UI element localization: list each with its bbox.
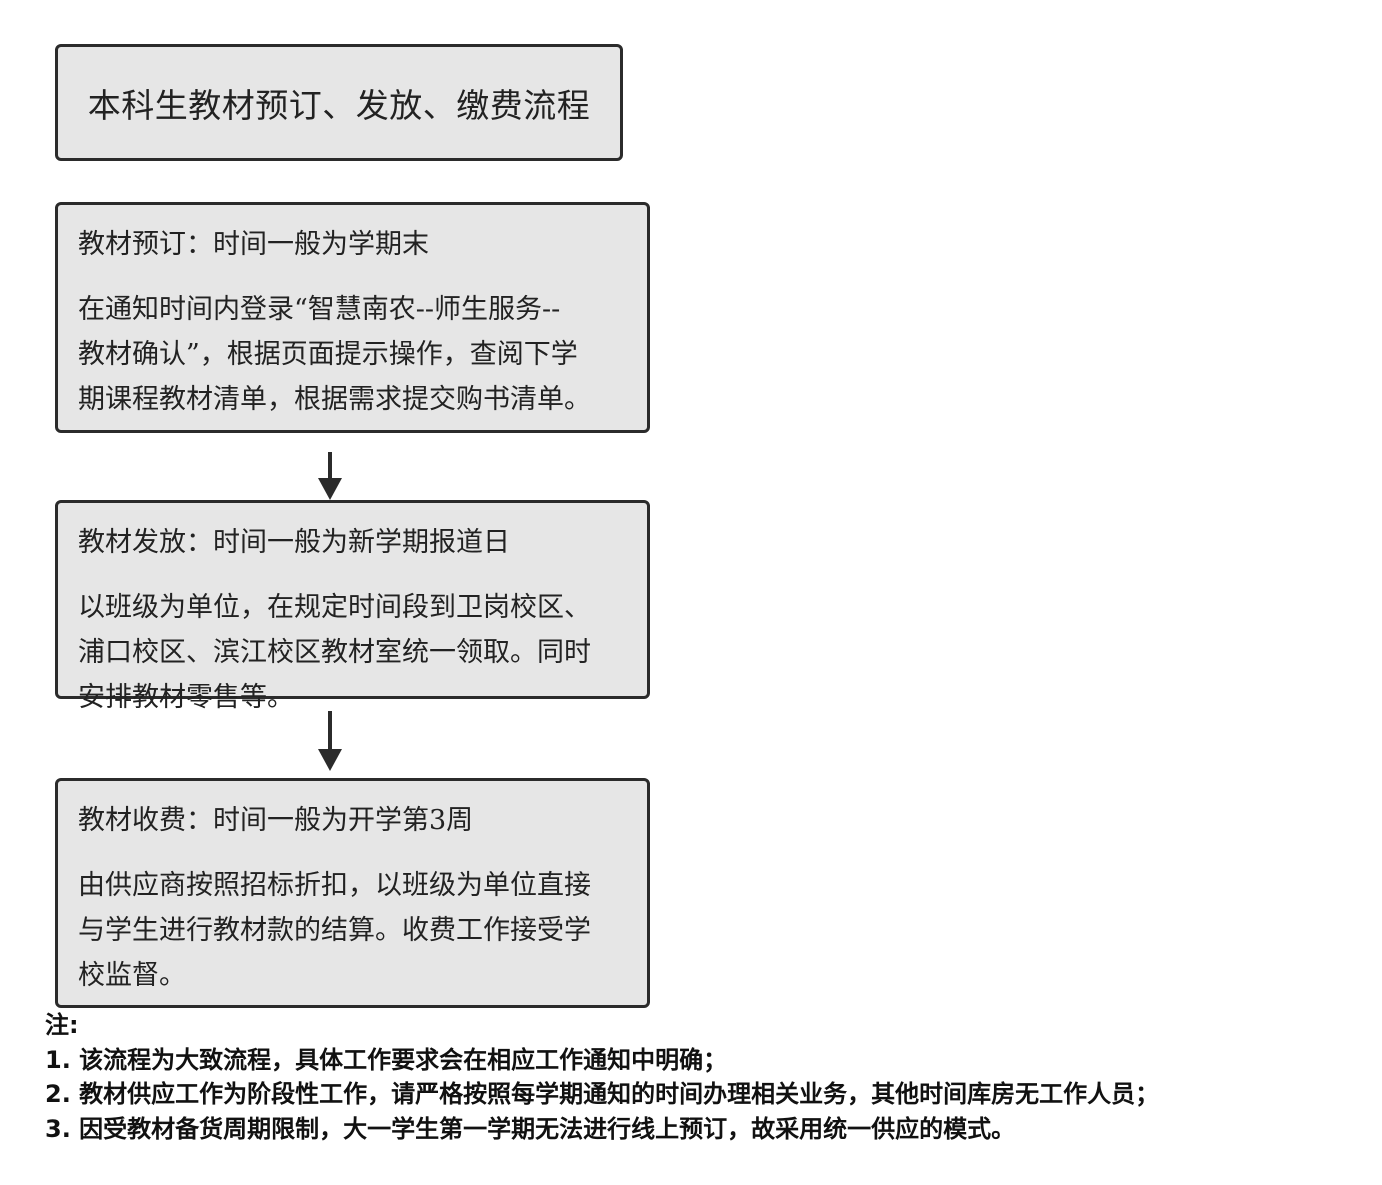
step-heading: 教材发放：时间一般为新学期报道日	[78, 527, 510, 558]
step-description-line: 期课程教材清单，根据需求提交购书清单。	[78, 384, 591, 415]
note-item: 1. 该流程为大致流程，具体工作要求会在相应工作通知中明确；	[45, 1045, 728, 1074]
step-description-line: 由供应商按照招标折扣，以班级为单位直接	[78, 870, 591, 901]
step-description: 由供应商按照招标折扣，以班级为单位直接 与学生进行教材款的结算。收费工作接受学 …	[78, 863, 629, 998]
step-heading: 教材预订：时间一般为学期末	[78, 229, 429, 260]
note-item: 3. 因受教材备货周期限制，大一学生第一学期无法进行线上预订，故采用统一供应的模…	[45, 1114, 1016, 1143]
step-description-line: 在通知时间内登录“智慧南农--师生服务--	[78, 294, 561, 325]
flowchart-title: 本科生教材预订、发放、缴费流程	[87, 85, 591, 125]
step-description: 在通知时间内登录“智慧南农--师生服务-- 教材确认”，根据页面提示操作，查阅下…	[78, 287, 629, 422]
flowchart-title-box: 本科生教材预订、发放、缴费流程	[55, 44, 623, 161]
notes-section: 注: 1. 该流程为大致流程，具体工作要求会在相应工作通知中明确； 2. 教材供…	[45, 1008, 1159, 1146]
step-description-line: 浦口校区、滨江校区教材室统一领取。同时	[78, 637, 591, 668]
step-box-ordering: 教材预订：时间一般为学期末 在通知时间内登录“智慧南农--师生服务-- 教材确认…	[55, 202, 650, 433]
step-box-payment: 教材收费：时间一般为开学第3周 由供应商按照招标折扣，以班级为单位直接 与学生进…	[55, 778, 650, 1008]
step-heading: 教材收费：时间一般为开学第3周	[78, 805, 474, 836]
step-description-line: 以班级为单位，在规定时间段到卫岗校区、	[78, 592, 591, 623]
step-description-line: 与学生进行教材款的结算。收费工作接受学	[78, 915, 591, 946]
note-item: 2. 教材供应工作为阶段性工作，请严格按照每学期通知的时间办理相关业务，其他时间…	[45, 1080, 1160, 1108]
step-description-line: 校监督。	[78, 960, 186, 991]
step-description: 以班级为单位，在规定时间段到卫岗校区、 浦口校区、滨江校区教材室统一领取。同时 …	[78, 585, 629, 720]
down-arrow-icon	[318, 452, 342, 500]
step-description-line: 教材确认”，根据页面提示操作，查阅下学	[78, 339, 578, 370]
down-arrow-icon	[318, 711, 342, 771]
step-box-distribution: 教材发放：时间一般为新学期报道日 以班级为单位，在规定时间段到卫岗校区、 浦口校…	[55, 500, 650, 713]
step-description-line: 安排教材零售等。	[78, 682, 294, 713]
notes-label: 注:	[45, 1011, 79, 1039]
